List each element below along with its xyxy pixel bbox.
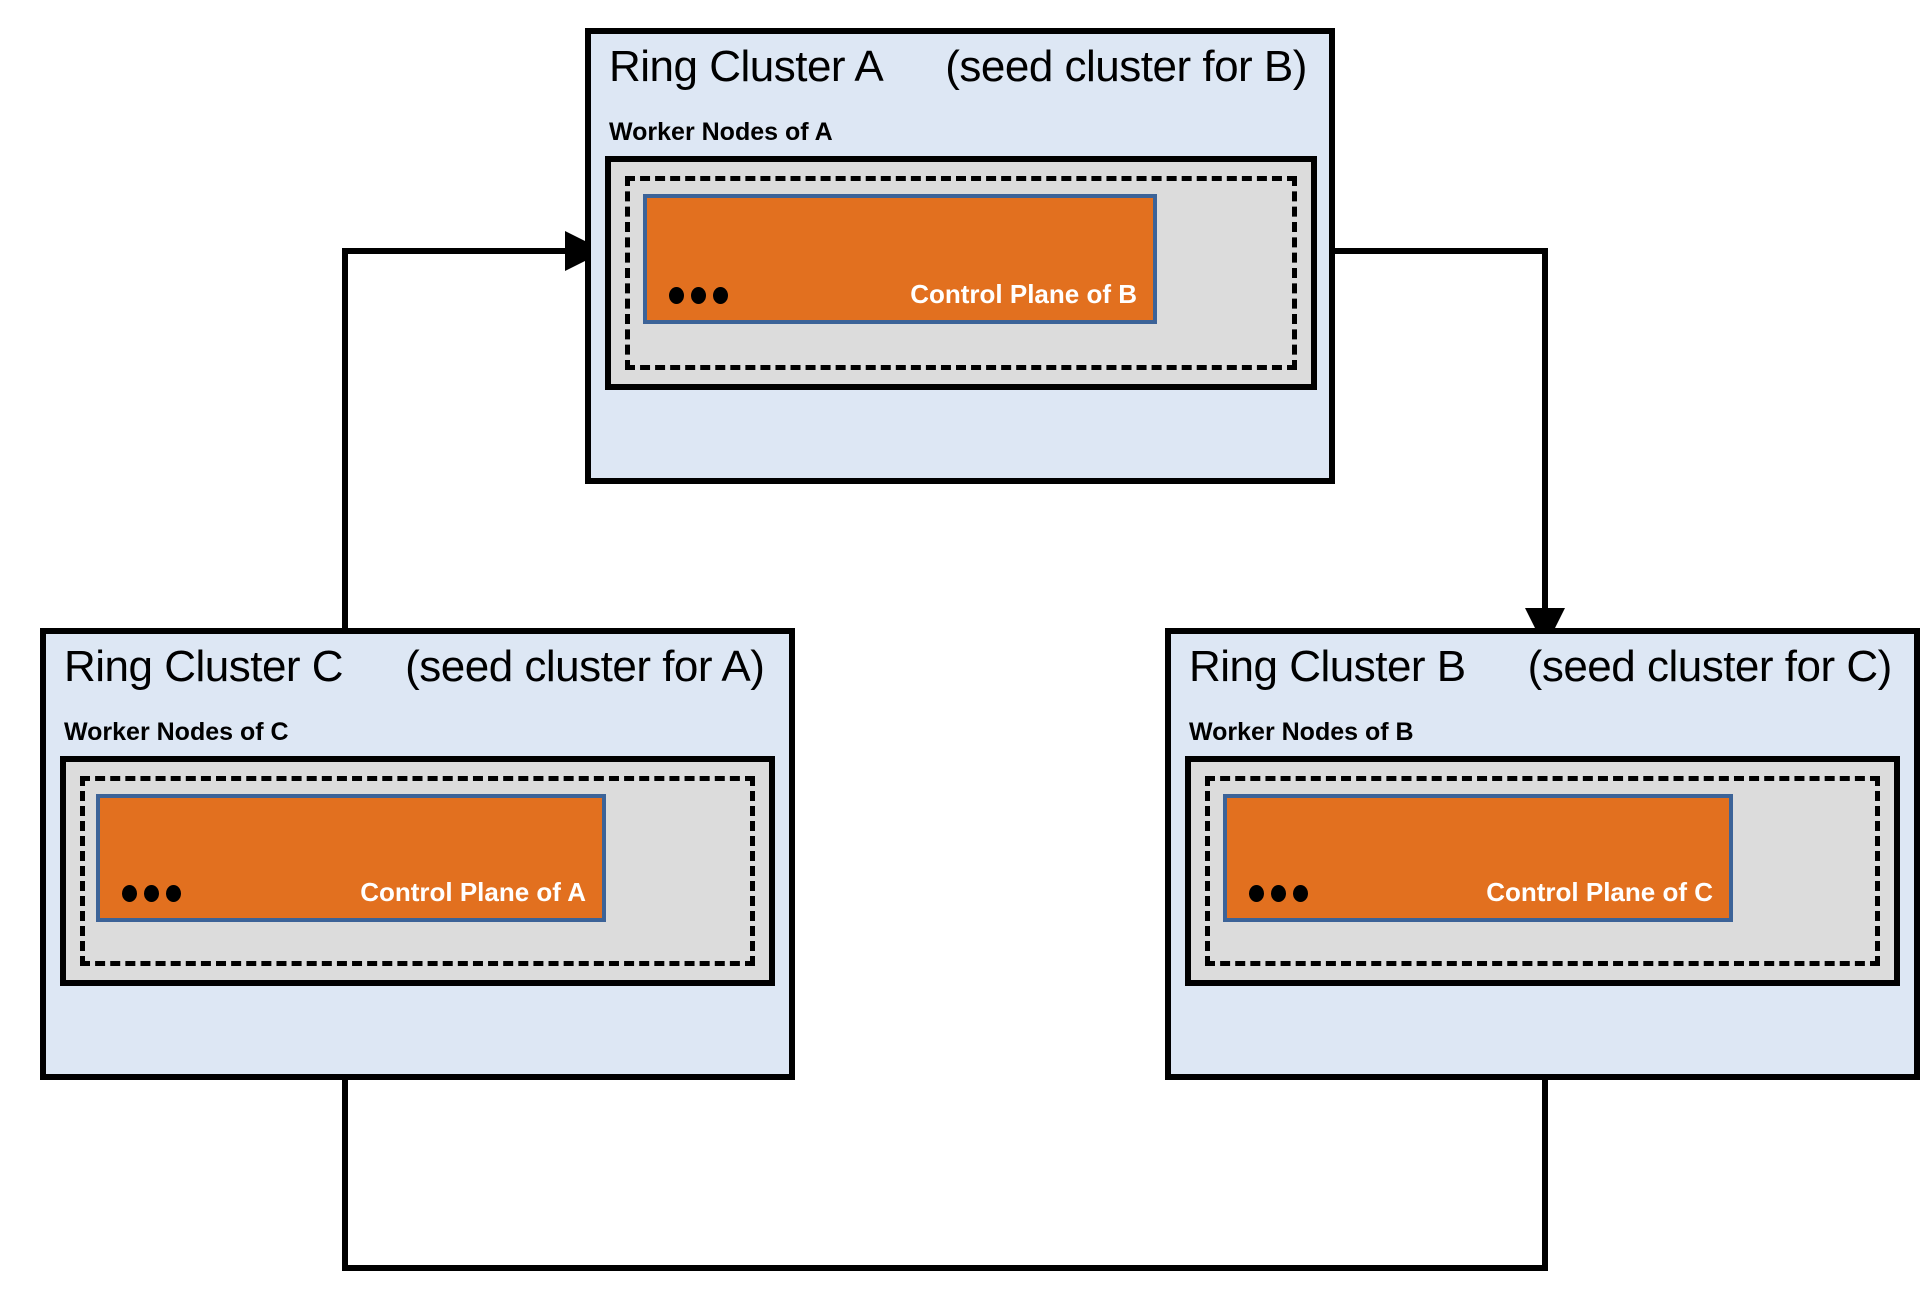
cluster-b-ellipsis-icon — [1249, 885, 1308, 902]
cluster-c-dashed-boundary — [80, 776, 755, 966]
cluster-b-worker-label: Worker Nodes of B — [1189, 718, 1414, 746]
arrow-c-to-a — [342, 231, 605, 628]
cluster-b-control-plane[interactable]: Control Plane of C — [1223, 794, 1733, 922]
ring-cluster-c[interactable]: Ring Cluster C (seed cluster for A) Worke… — [40, 628, 795, 1080]
cluster-b-title: Ring Cluster B (seed cluster for C) — [1189, 642, 1892, 692]
cluster-a-worker-box[interactable]: Control Plane of B — [605, 156, 1317, 390]
cluster-c-control-plane-label: Control Plane of A — [360, 877, 586, 907]
cluster-a-control-plane-label: Control Plane of B — [910, 279, 1137, 309]
cluster-a-title: Ring Cluster A (seed cluster for B) — [609, 42, 1307, 92]
cluster-a-control-plane[interactable]: Control Plane of B — [643, 194, 1157, 324]
cluster-c-seed-note: (seed cluster for A) — [405, 642, 765, 691]
cluster-a-title-text: Ring Cluster A — [609, 42, 884, 91]
cluster-c-ellipsis-icon — [122, 885, 181, 902]
cluster-c-worker-box[interactable]: Control Plane of A — [60, 756, 775, 986]
cluster-c-worker-label: Worker Nodes of C — [64, 718, 289, 746]
cluster-c-title: Ring Cluster C (seed cluster for A) — [64, 642, 765, 692]
cluster-c-control-plane[interactable]: Control Plane of A — [96, 794, 606, 922]
cluster-c-title-text: Ring Cluster C — [64, 642, 344, 691]
cluster-a-ellipsis-icon — [669, 287, 728, 304]
cluster-b-worker-box[interactable]: Control Plane of C — [1185, 756, 1900, 986]
cluster-a-worker-label: Worker Nodes of A — [609, 118, 833, 146]
ring-cluster-b[interactable]: Ring Cluster B (seed cluster for C) Worke… — [1165, 628, 1920, 1080]
cluster-b-seed-note: (seed cluster for C) — [1527, 642, 1893, 691]
cluster-b-title-text: Ring Cluster B — [1189, 642, 1466, 691]
cluster-a-seed-note: (seed cluster for B) — [945, 42, 1307, 91]
ring-cluster-a[interactable]: Ring Cluster A (seed cluster for B) Worke… — [585, 28, 1335, 484]
cluster-a-dashed-boundary — [625, 176, 1297, 370]
arrow-a-to-b — [1335, 248, 1565, 648]
cluster-b-control-plane-label: Control Plane of C — [1486, 877, 1713, 907]
cluster-b-dashed-boundary — [1205, 776, 1880, 966]
